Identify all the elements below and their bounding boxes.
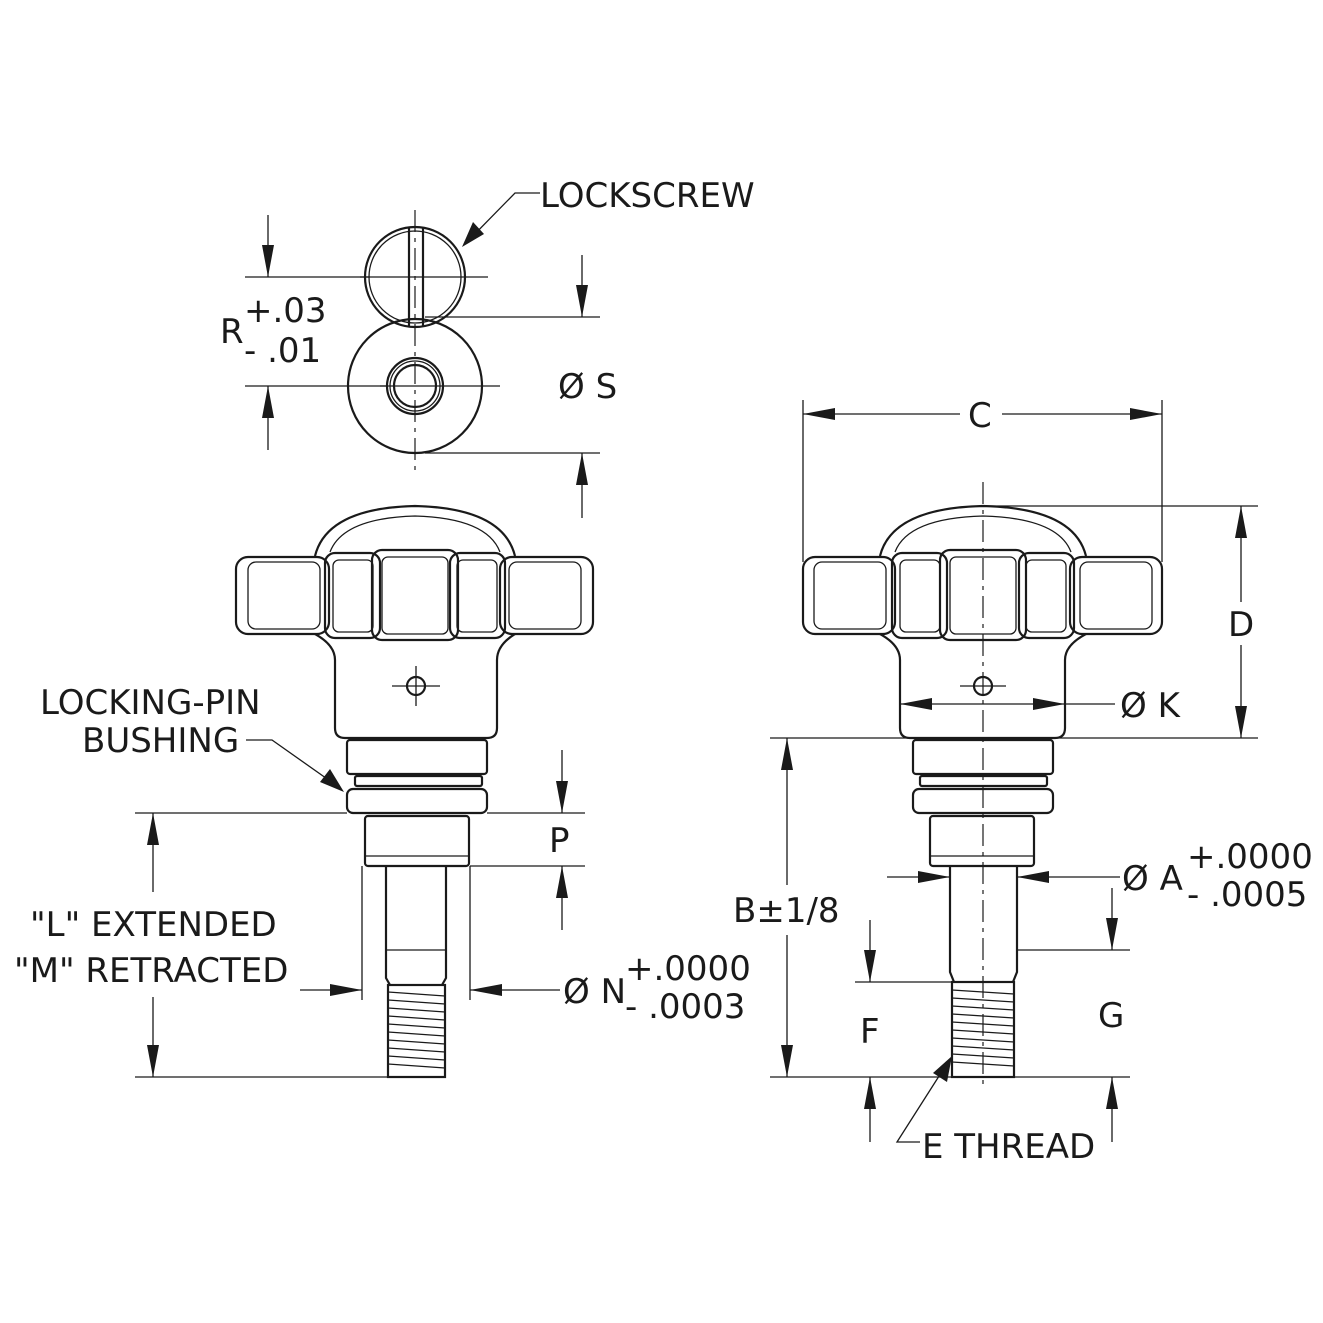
g-dimension [1014, 888, 1130, 1142]
f-label: F [860, 1012, 880, 1052]
s-label: Ø S [558, 367, 617, 407]
g-label: G [1098, 996, 1124, 1036]
r-label: R [220, 312, 244, 352]
r-minus-tolerance: - .01 [244, 331, 321, 371]
k-dimension [900, 698, 1115, 710]
labels: LOCKSCREW R +.03 - .01 Ø S C D Ø K LOCKI… [14, 176, 1313, 1167]
l-m-dimension [135, 812, 388, 1078]
c-label: C [968, 396, 992, 436]
c-dimension [802, 400, 1163, 562]
d-label: D [1228, 605, 1254, 645]
n-minus-tolerance: - .0003 [625, 987, 745, 1027]
a-label: Ø A [1122, 859, 1183, 899]
a-plus-tolerance: +.0000 [1187, 837, 1313, 877]
lockscrew-label: LOCKSCREW [540, 176, 755, 216]
p-dimension [470, 750, 585, 930]
r-dimension [245, 215, 388, 450]
b-dimension [770, 737, 952, 1078]
r-plus-tolerance: +.03 [244, 291, 327, 331]
lockscrew-leader [462, 192, 540, 247]
a-dimension [887, 871, 1120, 883]
left-thread [386, 983, 447, 1079]
bushing-label: BUSHING [82, 721, 239, 761]
e-thread-leader [895, 1056, 952, 1143]
right-side-view [770, 400, 1258, 1143]
m-retracted-label: "M" RETRACTED [14, 951, 288, 991]
left-side-view [135, 504, 595, 1079]
a-minus-tolerance: - .0005 [1187, 875, 1307, 915]
n-label: Ø N [563, 972, 626, 1012]
n-plus-tolerance: +.0000 [625, 949, 751, 989]
f-dimension [855, 920, 952, 1142]
top-view [245, 192, 600, 518]
b-label: B±1/8 [733, 891, 840, 931]
l-extended-label: "L" EXTENDED [30, 905, 277, 945]
d-dimension [983, 505, 1258, 739]
left-knob-lobes [234, 548, 595, 642]
locking-pin-label: LOCKING-PIN [40, 683, 261, 723]
s-dimension [425, 255, 600, 518]
k-label: Ø K [1120, 686, 1182, 726]
p-label: P [549, 821, 570, 861]
e-thread-label: E THREAD [922, 1127, 1095, 1167]
n-dimension [300, 984, 560, 996]
